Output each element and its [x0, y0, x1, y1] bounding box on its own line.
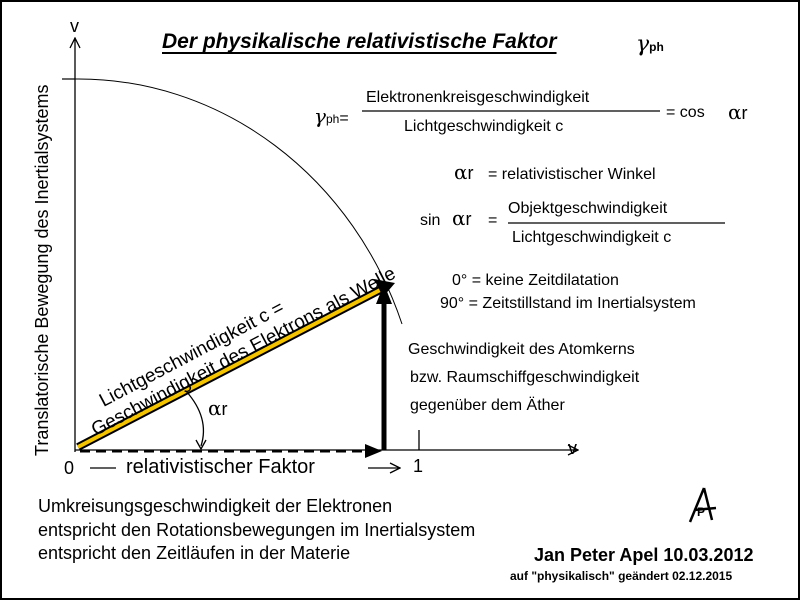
- sin-alpha-r: αr: [452, 206, 472, 230]
- angle-arc-arrowhead: [195, 439, 207, 451]
- alpha-r-definition-symbol: αr: [454, 160, 474, 184]
- alpha-definition: = relativistischer Winkel: [488, 166, 656, 183]
- horizontal-factor-arrowhead: [365, 444, 382, 458]
- gamma-denominator: Lichtgeschwindigkeit c: [404, 118, 564, 135]
- sin-numerator: Objektgeschwindigkeit: [508, 200, 668, 217]
- y-axis-v-label: v: [70, 16, 79, 36]
- note-zero-degrees: 0° = keine Zeitdilatation: [452, 272, 619, 289]
- vertical-vector-label-line-2: bzw. Raumschiffgeschwindigkeit: [410, 369, 640, 386]
- x-origin-label: 0: [64, 458, 75, 478]
- bottom-text-line-1: Umkreisungsgeschwindigkeit der Elektrone…: [38, 496, 393, 516]
- logo-letter-p: P: [697, 505, 706, 519]
- angle-alpha-r-label: αr: [208, 396, 228, 420]
- note-ninety-degrees: 90° = Zeitstillstand im Inertialsystem: [440, 295, 696, 312]
- light-speed-vector: [77, 287, 383, 449]
- alpha-r-rhs: αr: [728, 100, 748, 124]
- vertical-vector-label-line-3: gegenüber dem Äther: [410, 397, 565, 414]
- sin-equals: =: [488, 212, 498, 229]
- sin-denominator: Lichtgeschwindigkeit c: [512, 229, 672, 246]
- author-name-date: Jan Peter Apel 10.03.2012: [534, 545, 754, 565]
- unit-circle-arc: [74, 78, 403, 325]
- angle-arc: [185, 390, 205, 447]
- sin-label: sin: [420, 212, 441, 229]
- bottom-text-line-3: entspricht den Zeitläufen in der Materie: [38, 543, 351, 563]
- y-axis-label: Translatorische Bewegung des Inertialsys…: [32, 84, 52, 456]
- gamma-rhs: = cos: [666, 104, 705, 121]
- page-title: Der physikalische relativistische Faktor: [162, 30, 557, 53]
- x-axis-caption: relativistischer Faktor: [126, 456, 315, 478]
- title-gamma-symbol: γph: [636, 32, 664, 57]
- x-axis-v-label: v: [568, 438, 577, 458]
- gamma-numerator: Elektronenkreisgeschwindigkeit: [366, 89, 590, 106]
- bottom-text-line-2: entspricht den Rotationsbewegungen im In…: [38, 520, 476, 540]
- gamma-symbol: γph=: [314, 104, 349, 128]
- vertical-velocity-arrowhead: [376, 284, 392, 304]
- x-one-label: 1: [413, 456, 424, 476]
- vertical-vector-label-line-1: Geschwindigkeit des Atomkerns: [408, 341, 635, 358]
- author-logo: [688, 487, 717, 523]
- changed-note: auf "physikalisch" geändert 02.12.2015: [510, 569, 733, 583]
